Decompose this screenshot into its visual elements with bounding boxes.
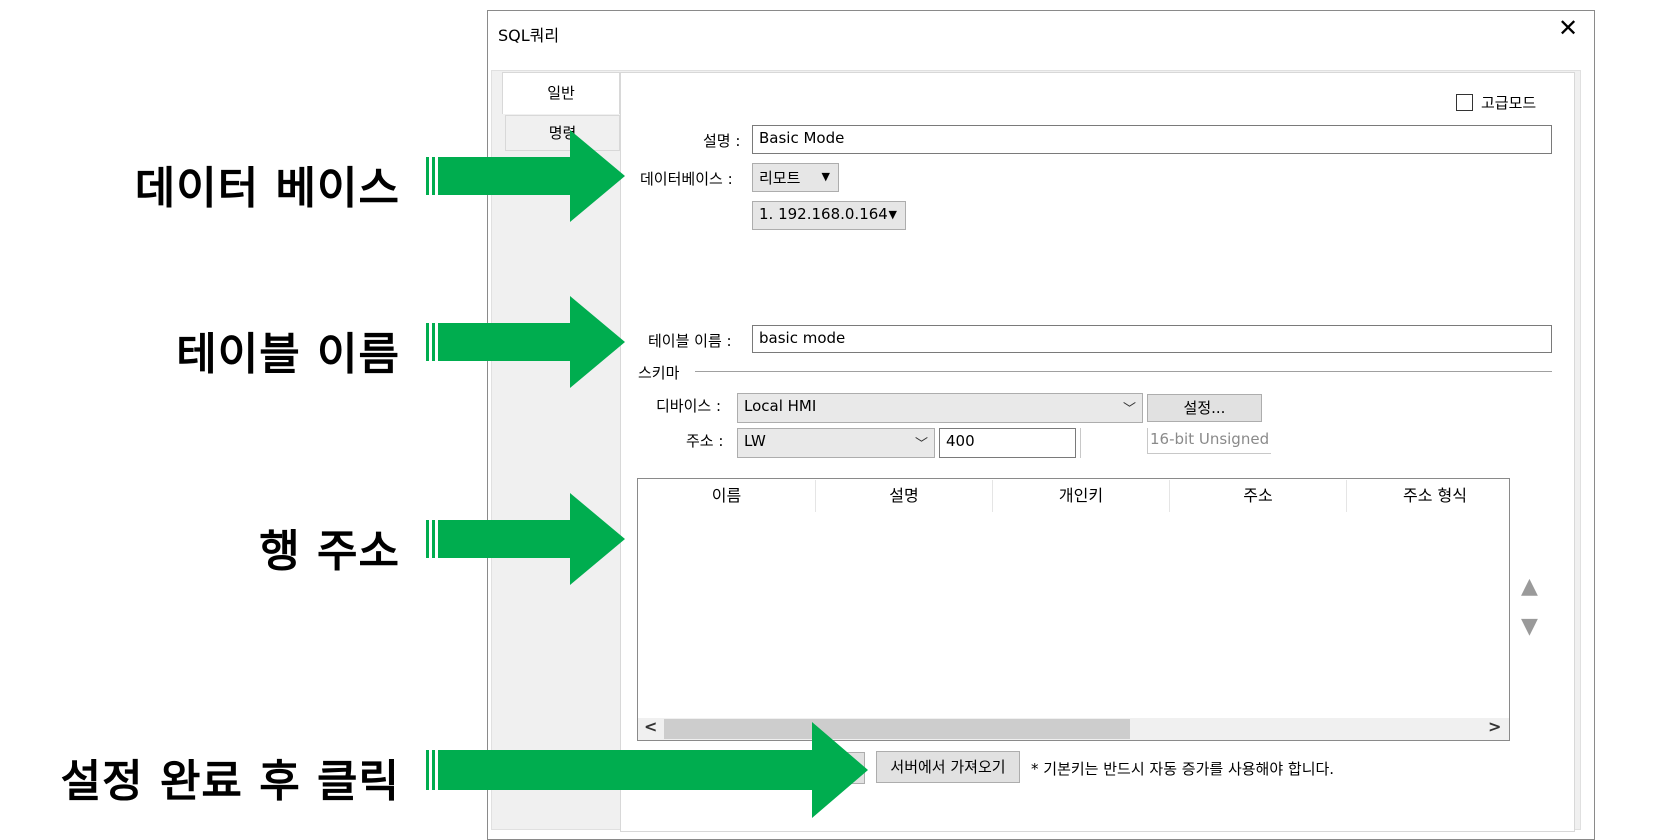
description-input[interactable]: Basic Mode [752, 125, 1552, 154]
columns-table [637, 478, 1510, 741]
caret-down-icon: ▼ [821, 170, 830, 183]
fetch-from-server-button[interactable]: 서버에서 가져오기 [876, 751, 1020, 783]
address-value-input[interactable]: 400 [939, 428, 1076, 458]
device-settings-button[interactable]: 설정... [1147, 394, 1262, 422]
advanced-mode-checkbox[interactable] [1456, 94, 1473, 111]
arrow-row-address [426, 493, 625, 585]
annotation-arrows [426, 130, 868, 818]
advanced-mode-label: 고급모드 [1481, 94, 1537, 112]
address-extra-field [1080, 428, 1142, 458]
scroll-left-icon[interactable]: < [644, 717, 658, 736]
address-type-select[interactable]: LW ﹀ [737, 428, 935, 458]
address-format-field: 16-bit Unsigned [1147, 428, 1272, 454]
device-label: 디바이스 : [656, 397, 722, 415]
database-type-select[interactable]: 리모트 ▼ [752, 163, 839, 192]
scroll-right-icon[interactable]: > [1488, 717, 1502, 736]
col-header-description[interactable]: 설명 [889, 486, 919, 505]
annotation-row-address: 행 주소 [259, 526, 400, 577]
col-separator [992, 480, 993, 512]
schema-divider [695, 371, 1552, 372]
scrollbar-thumb[interactable] [664, 719, 1130, 739]
dialog-title: SQL쿼리 [498, 26, 560, 45]
tab-command[interactable]: 명령 [505, 115, 620, 151]
col-header-address[interactable]: 주소 [1243, 486, 1273, 505]
database-server-select[interactable]: 1. 192.168.0.164 ▼ [752, 201, 906, 230]
arrow-table-name [426, 296, 625, 388]
annotation-click-after: 설정 완료 후 클릭 [60, 756, 400, 807]
col-separator [1346, 480, 1347, 512]
table-name-label: 테이블 이름 : [648, 332, 732, 350]
arrow-click-after [426, 722, 868, 818]
col-header-private-key[interactable]: 개인키 [1058, 486, 1104, 505]
device-select[interactable]: Local HMI ﹀ [737, 393, 1143, 423]
triangle-up-icon[interactable]: ▲ [1521, 574, 1538, 599]
database-label: 데이터베이스 : [640, 170, 733, 188]
schema-group-label: 스키마 [638, 364, 680, 382]
device-value: Local HMI [744, 397, 817, 415]
address-label: 주소 : [686, 432, 724, 450]
triangle-down-icon[interactable]: ▼ [1521, 614, 1538, 639]
col-header-address-format[interactable]: 주소 형식 [1403, 486, 1467, 505]
col-separator [1169, 480, 1170, 512]
close-icon[interactable]: ✕ [1558, 14, 1579, 42]
database-server-value: 1. 192.168.0.164 [759, 205, 888, 223]
arrow-database [426, 130, 625, 222]
primary-key-note: * 기본키는 반드시 자동 증가를 사용해야 합니다. [1031, 760, 1335, 778]
address-type-value: LW [744, 432, 766, 450]
table-name-input[interactable]: basic mode [752, 325, 1552, 353]
chevron-down-icon: ﹀ [914, 437, 928, 452]
database-type-value: 리모트 [759, 169, 801, 187]
annotation-database: 데이터 베이스 [134, 163, 400, 214]
caret-down-icon: ▼ [888, 208, 897, 221]
chevron-down-icon: ﹀ [1122, 402, 1136, 417]
annotation-table-name: 테이블 이름 [176, 329, 400, 380]
description-label: 설명 : [703, 132, 741, 150]
col-header-name[interactable]: 이름 [711, 486, 742, 505]
col-separator [815, 480, 816, 512]
tab-general[interactable]: 일반 [502, 72, 620, 114]
